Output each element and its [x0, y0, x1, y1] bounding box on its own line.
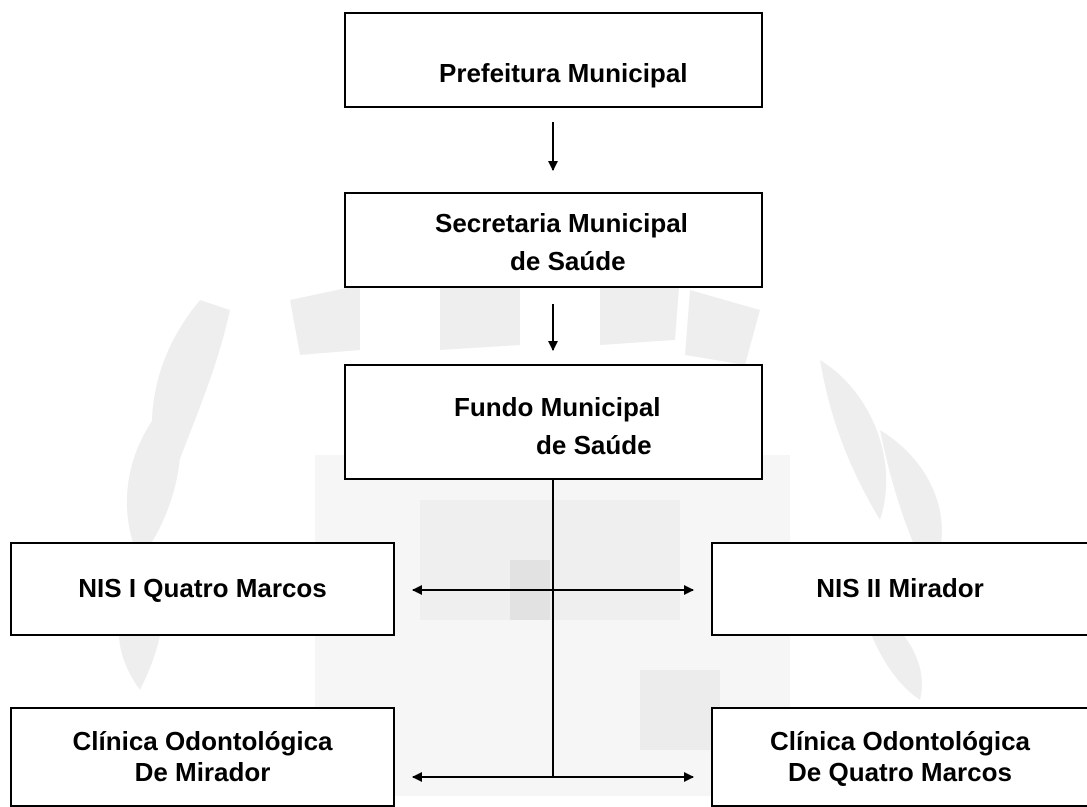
- node-fundo: Fundo Municipal de Saúde: [344, 364, 763, 480]
- node-clinica-quatro-line1: Clínica Odontológica: [769, 725, 1030, 756]
- node-nis1-label: NIS I Quatro Marcos: [78, 573, 327, 604]
- node-clinica-quatro: Clínica Odontológica De Quatro Marcos: [711, 707, 1087, 807]
- node-secretaria-line1: Secretaria Municipal: [435, 208, 688, 238]
- node-nis1: NIS I Quatro Marcos: [10, 542, 395, 636]
- node-secretaria-line2: de Saúde: [510, 246, 626, 276]
- node-nis2: NIS II Mirador: [711, 542, 1087, 636]
- node-secretaria: Secretaria Municipal de Saúde: [344, 192, 763, 288]
- node-clinica-mirador-line1: Clínica Odontológica: [72, 725, 333, 756]
- node-clinica-mirador: Clínica Odontológica De Mirador: [10, 707, 395, 807]
- node-prefeitura: Prefeitura Municipal: [344, 12, 763, 108]
- node-fundo-line2: de Saúde: [536, 430, 652, 460]
- node-fundo-line1: Fundo Municipal: [454, 392, 661, 422]
- node-nis2-label: NIS II Mirador: [816, 573, 984, 604]
- node-prefeitura-label: Prefeitura Municipal: [439, 58, 688, 88]
- node-clinica-quatro-line2: De Quatro Marcos: [788, 757, 1012, 787]
- node-clinica-mirador-line2: De Mirador: [134, 757, 271, 787]
